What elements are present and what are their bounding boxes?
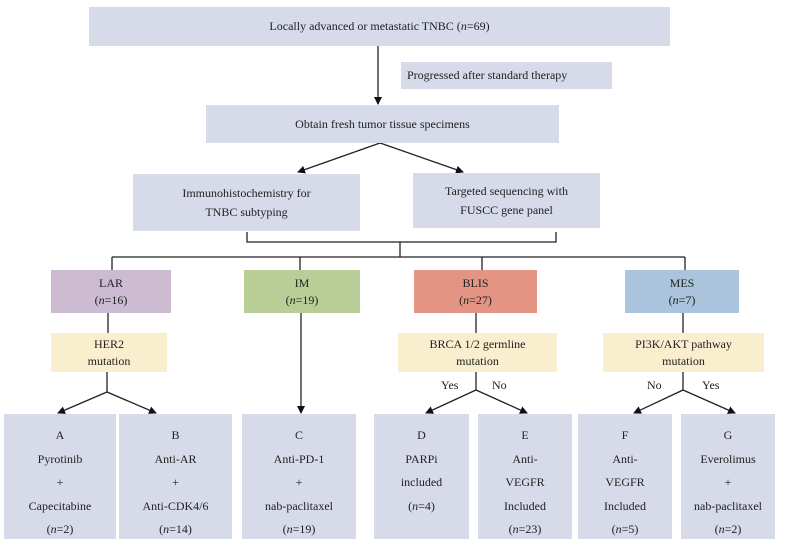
arm-count: (n=14) <box>159 522 192 536</box>
arm-line: Anti- <box>512 451 538 466</box>
ihc-box: Immunohistochemistry for TNBC subtyping <box>133 174 360 231</box>
mutation-line1: PI3K/AKT pathway <box>635 336 732 351</box>
arrow-to-g <box>682 389 736 414</box>
arm-line: included <box>400 475 443 489</box>
arm-count: (n=2) <box>46 522 74 536</box>
subtype-count: (n=16) <box>94 292 128 307</box>
arm-f: F Anti- VEGFR Included (n=5) <box>578 414 672 539</box>
branch-label-no: No <box>647 378 662 392</box>
arm-c: C Anti-PD-1 + nab-paclitaxel (n=19) <box>242 414 356 539</box>
branch-label-yes: Yes <box>441 378 459 392</box>
mutation-line1: HER2 <box>94 336 124 351</box>
subtype-name: LAR <box>99 275 123 290</box>
arm-line: + <box>724 475 732 489</box>
mutation-brca: BRCA 1/2 germline mutation <box>398 333 557 372</box>
subtype-count: (n=7) <box>668 292 696 307</box>
arm-letter: G <box>723 428 733 442</box>
arm-line: Anti- <box>612 451 638 466</box>
arm-letter: A <box>55 428 65 442</box>
subtype-name: IM <box>294 275 310 290</box>
arm-letter: E <box>521 428 529 442</box>
arm-line: VEGFR <box>505 475 545 489</box>
specimen-box: Obtain fresh tumor tissue specimens <box>206 105 559 143</box>
arrow-to-b <box>106 391 157 414</box>
mutation-line2: mutation <box>662 353 705 368</box>
arm-line: Everolimus <box>700 451 756 466</box>
arrow-specimen-to-seq <box>379 142 464 174</box>
arm-count: (n=23) <box>508 522 542 536</box>
arm-letter: C <box>294 428 303 442</box>
arm-letter: D <box>417 428 426 442</box>
branch-label-yes: Yes <box>702 378 720 392</box>
population-count: =69) <box>466 19 490 34</box>
n-symbol: n <box>460 19 467 34</box>
arm-letter: F <box>621 428 629 442</box>
population-text: Locally advanced or metastatic TNBC ( <box>269 19 461 34</box>
arm-line: nab-paclitaxel <box>265 498 333 513</box>
arm-line: PARPi <box>405 451 438 466</box>
arm-line: Included <box>604 498 646 513</box>
specimen-text: Obtain fresh tumor tissue specimens <box>295 116 470 131</box>
mutation-line2: mutation <box>456 353 499 368</box>
subtype-lar: LAR (n=16) <box>51 270 171 313</box>
subtype-count: (n=19) <box>285 292 319 307</box>
arrow-to-e <box>475 389 528 414</box>
arm-line: + <box>172 475 179 489</box>
subtype-count: (n=27) <box>459 292 492 307</box>
arm-line: Anti-CDK4/6 <box>142 498 209 513</box>
mutation-line2: mutation <box>87 353 131 368</box>
arm-count: (n=5) <box>611 522 639 536</box>
subtype-name: BLIS <box>462 275 489 290</box>
arm-line: Included <box>504 498 546 513</box>
mutation-line1: BRCA 1/2 germline <box>429 336 526 351</box>
arrow-to-d <box>425 389 477 414</box>
arrow-to-a <box>57 391 108 414</box>
subtype-mes: MES (n=7) <box>625 270 739 313</box>
sequencing-line2: FUSCC gene panel <box>460 202 553 217</box>
arm-line: + <box>295 475 303 489</box>
mutation-her2: HER2 mutation <box>51 333 167 372</box>
progression-note-text: Progressed after standard therapy <box>407 68 568 83</box>
arm-line: Anti-PD-1 <box>273 451 325 466</box>
arm-count: (n=19) <box>282 522 316 536</box>
arm-line: Capecitabine <box>28 498 92 513</box>
arm-d: D PARPi included (n=4) <box>374 414 469 539</box>
branch-label-no: No <box>492 378 507 392</box>
subtype-blis: BLIS (n=27) <box>414 270 537 313</box>
arm-a: A Pyrotinib + Capecitabine (n=2) <box>4 414 116 539</box>
sequencing-line1: Targeted sequencing with <box>445 183 568 198</box>
arrow-specimen-to-ihc <box>297 142 381 174</box>
arm-line: Pyrotinib <box>37 451 83 466</box>
arm-count: (n=4) <box>408 498 435 513</box>
arm-line: Anti-AR <box>154 451 197 466</box>
ihc-line1: Immunohistochemistry for <box>182 185 311 200</box>
arrow-to-f <box>633 389 684 414</box>
arm-letter: B <box>171 428 180 442</box>
arm-count: (n=2) <box>714 522 742 536</box>
arm-line: VEGFR <box>605 475 645 489</box>
sequencing-box: Targeted sequencing with FUSCC gene pane… <box>413 173 600 228</box>
population-box: Locally advanced or metastatic TNBC (n=6… <box>89 7 670 46</box>
mutation-pi3k: PI3K/AKT pathway mutation <box>603 333 764 372</box>
merge-bracket <box>246 232 557 243</box>
arm-e: E Anti- VEGFR Included (n=23) <box>478 414 572 539</box>
arm-line: nab-paclitaxel <box>694 498 762 513</box>
arm-b: B Anti-AR + Anti-CDK4/6 (n=14) <box>119 414 232 539</box>
arm-line: + <box>56 475 64 489</box>
arm-g: G Everolimus + nab-paclitaxel (n=2) <box>681 414 775 539</box>
ihc-line2: TNBC subtyping <box>205 204 288 219</box>
subtype-name: MES <box>669 275 695 290</box>
progression-note-box: Progressed after standard therapy <box>401 62 612 89</box>
subtype-im: IM (n=19) <box>244 270 360 313</box>
